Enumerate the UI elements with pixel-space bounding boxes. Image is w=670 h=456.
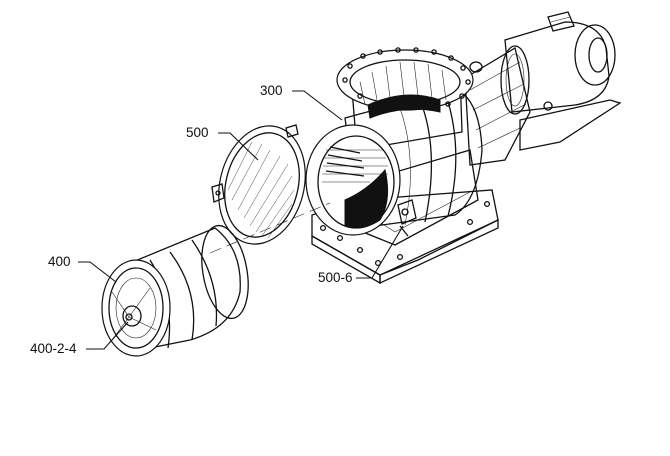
callout-cover: 500 [186,125,259,161]
cover-disc [211,124,306,245]
label-cover: 500 [186,125,209,140]
callout-housing: 300 [260,83,343,121]
label-latch: 500-6 [318,270,353,285]
callout-latch: 500-6 [318,225,404,285]
motor [500,11,622,151]
label-basket: 400 [48,254,71,269]
label-housing: 300 [260,83,283,98]
callout-basket-hub: 400-2-4 [30,321,129,356]
label-basket-hub: 400-2-4 [30,341,77,356]
coupling-housing [464,46,553,166]
strainer-basket [101,224,249,357]
strainer-housing [305,47,499,285]
callout-basket: 400 [48,254,117,283]
